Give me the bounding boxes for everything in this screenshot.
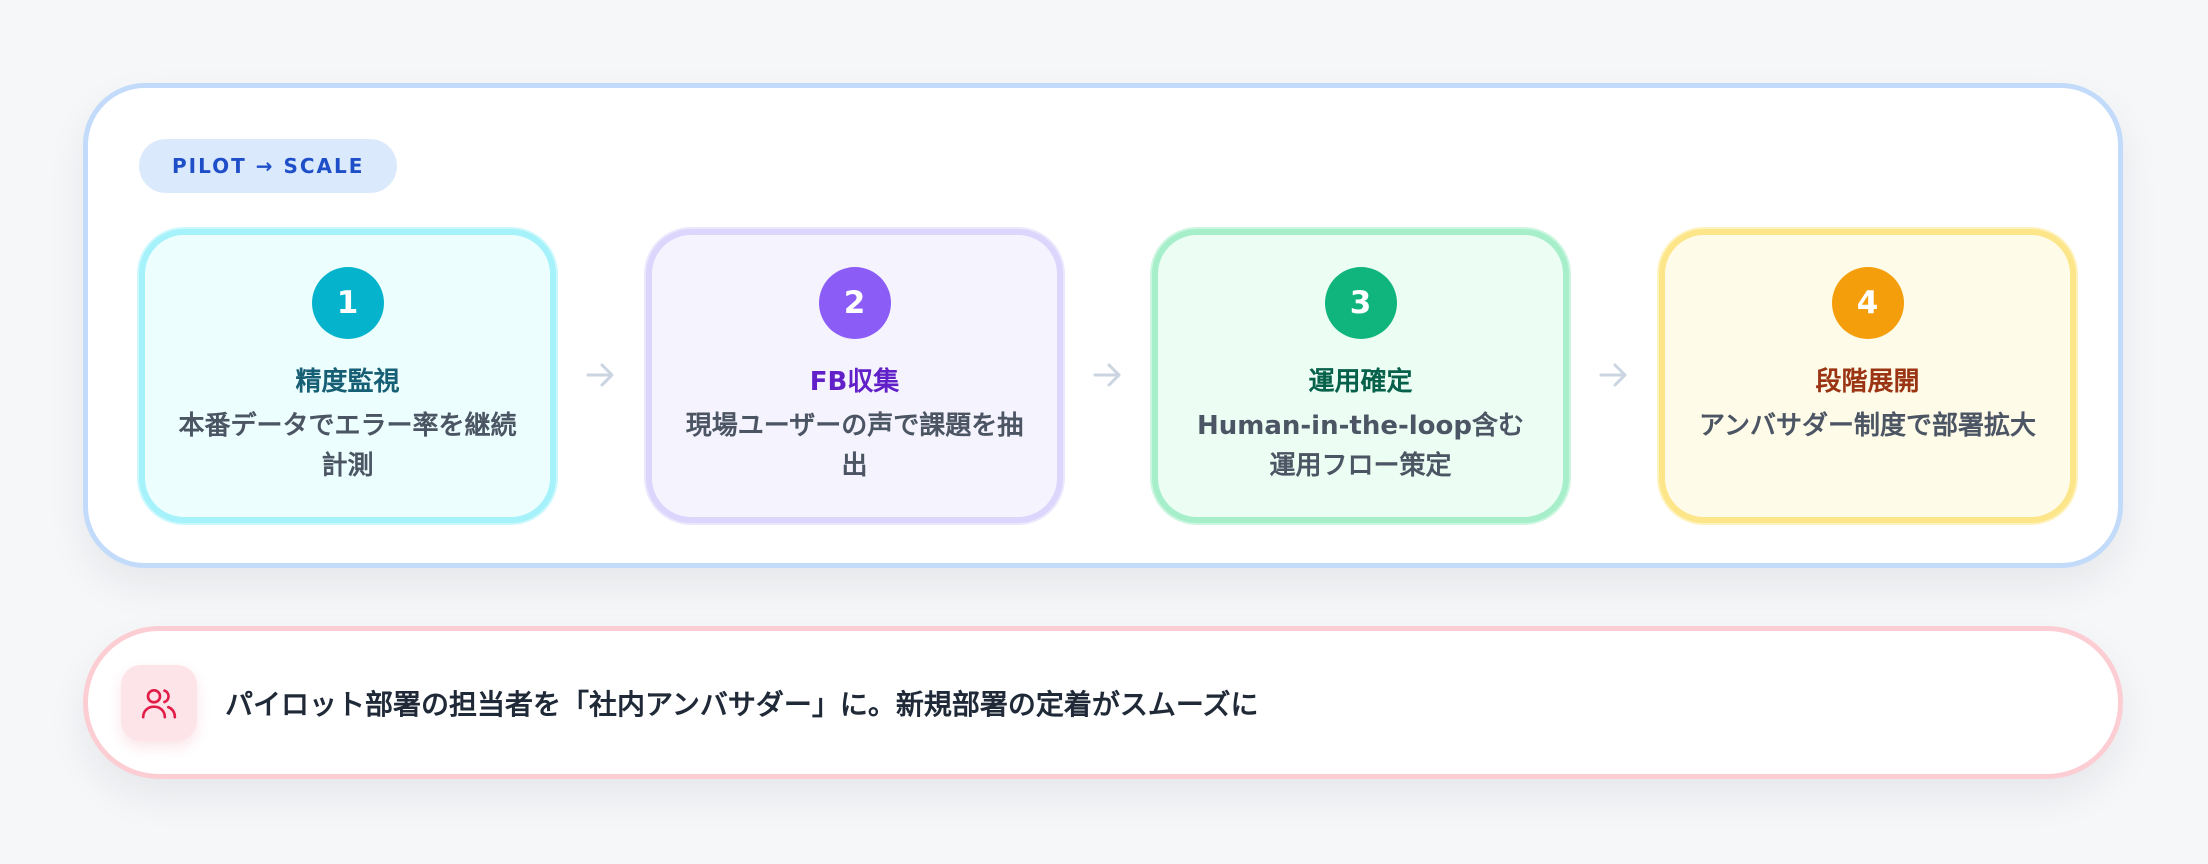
step-description: Human-in-the-loop含む運用フロー策定: [1196, 411, 1525, 481]
step-card-2: 2 FB収集 現場ユーザーの声で課題を抽出: [646, 229, 1063, 523]
arrow-right-icon: [1093, 363, 1121, 387]
step-card-4: 4 段階展開 アンバサダー制度で部署拡大: [1659, 229, 2076, 523]
step-description: 現場ユーザーの声で課題を抽出: [685, 411, 1024, 481]
users-icon: [121, 665, 197, 741]
step-card-1: 1 精度監視 本番データでエラー率を継続計測: [139, 229, 556, 523]
step-number-badge: 2: [818, 267, 891, 339]
pilot-to-scale-panel: PILOT → SCALE 1 精度監視 本番データでエラー率を継続計測 2 F…: [83, 83, 2123, 568]
arrow-right-icon: [586, 363, 614, 387]
step-description: アンバサダー制度で部署拡大: [1699, 411, 2036, 441]
step-description: 本番データでエラー率を継続計測: [178, 411, 517, 481]
step-title: 段階展開: [1815, 367, 1920, 397]
step-title: 運用確定: [1308, 367, 1413, 397]
phase-badge: PILOT → SCALE: [139, 139, 398, 193]
step-number-badge: 1: [311, 267, 384, 339]
step-number-badge: 4: [1831, 267, 1904, 339]
arrow-right-icon: [1599, 363, 1627, 387]
step-number-badge: 3: [1324, 267, 1397, 339]
step-title: FB収集: [809, 367, 900, 397]
note-text: パイロット部署の担当者を「社内アンバサダー」に。新規部署の定着がスムーズに: [225, 688, 1259, 721]
step-title: 精度監視: [295, 367, 400, 397]
ambassador-note: パイロット部署の担当者を「社内アンバサダー」に。新規部署の定着がスムーズに: [83, 626, 2123, 779]
step-card-3: 3 運用確定 Human-in-the-loop含む運用フロー策定: [1152, 229, 1569, 523]
